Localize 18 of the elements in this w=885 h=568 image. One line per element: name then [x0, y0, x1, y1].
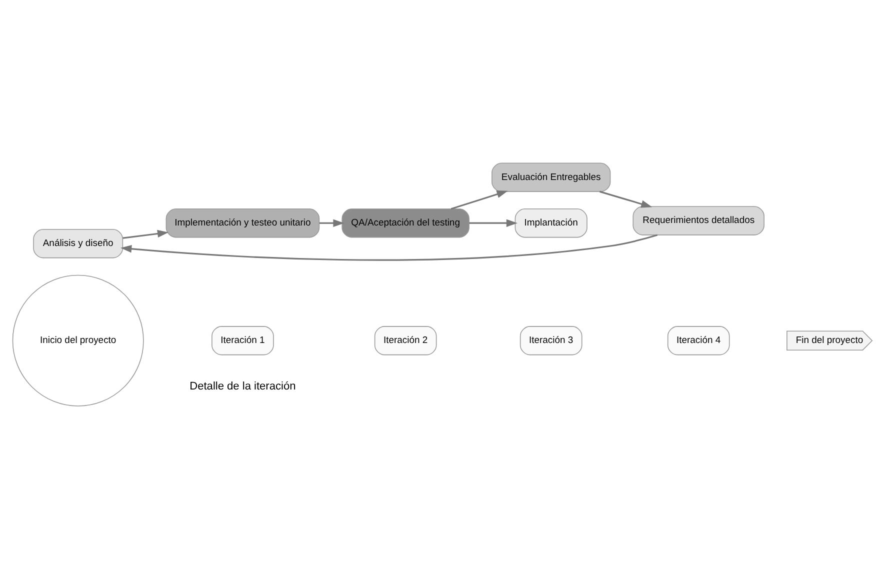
- node-box: Requerimientos detallados: [632, 206, 764, 235]
- node-box: Iteración 3: [520, 326, 582, 355]
- node-box: Evaluación Entregables: [492, 162, 611, 192]
- arrow: [122, 229, 169, 238]
- arrow: [120, 234, 658, 260]
- node-box: Análisis y diseño: [33, 228, 124, 258]
- arrow: [469, 218, 518, 226]
- node-box: Iteración 4: [667, 326, 730, 355]
- node-box: QA/Aceptación del testing: [342, 208, 470, 238]
- arrow: [319, 218, 344, 226]
- node-box: Implementación y testeo unitario: [166, 208, 320, 238]
- arrow: [599, 190, 652, 208]
- node-circle: Inicio del proyecto: [12, 274, 144, 406]
- node-box: Iteración 2: [374, 326, 437, 355]
- node-box: Iteración 1: [212, 326, 274, 355]
- label: Detalle de la iteración: [190, 380, 296, 392]
- node-box: Implantación: [514, 208, 588, 238]
- arrow: [450, 190, 508, 210]
